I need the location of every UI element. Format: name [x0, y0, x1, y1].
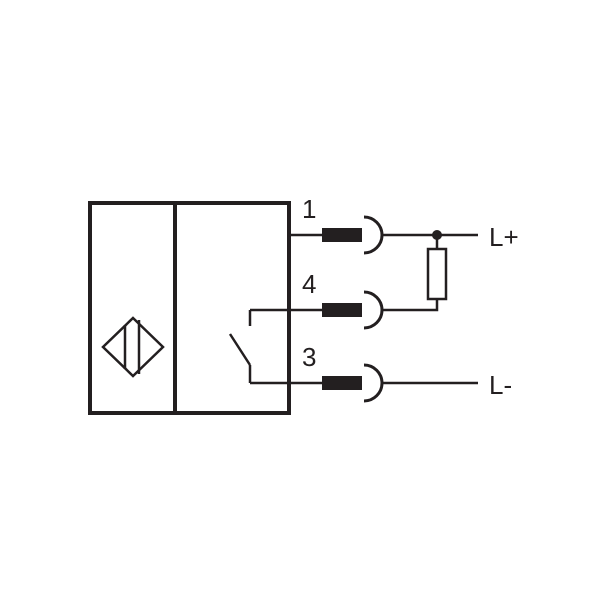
pin-3-connector-socket	[363, 363, 384, 403]
pin-3-label: 3	[302, 342, 316, 372]
supply-negative-label: L-	[489, 370, 512, 400]
switch-contact	[228, 310, 252, 383]
pin-1-connector-socket	[363, 215, 384, 255]
pin-4-connector-plug	[322, 303, 362, 317]
pin-4-connector-socket	[363, 290, 384, 330]
sensing-face-icon	[101, 316, 165, 378]
pin-4-label: 4	[302, 269, 316, 299]
pin-1-wire	[289, 215, 478, 255]
pin-3-connector-plug	[322, 376, 362, 390]
pin-3-wire	[250, 363, 478, 403]
sensor-housing	[88, 201, 291, 415]
supply-positive-label: L+	[489, 222, 519, 252]
resistor-body	[426, 247, 448, 301]
load-resistor	[426, 230, 448, 301]
pin-1-label: 1	[302, 194, 316, 224]
pin-4-wire	[250, 290, 439, 330]
housing-outline	[88, 201, 291, 415]
pin-1-connector-plug	[322, 228, 362, 242]
